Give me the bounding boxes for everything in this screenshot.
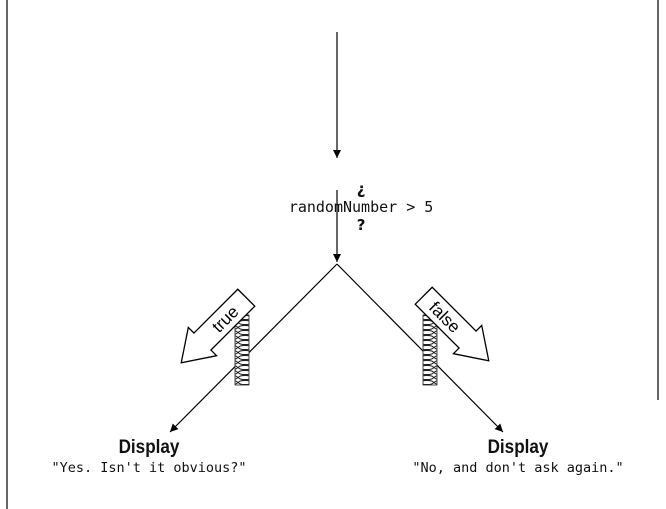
true-result-message: "Yes. Isn't it obvious?" xyxy=(51,460,247,476)
true-spring-icon xyxy=(234,314,250,386)
false-result-message: "No, and don't ask again." xyxy=(412,460,624,476)
false-arrow-sign-icon xyxy=(414,286,490,362)
condition-close-mark: ? xyxy=(356,216,366,234)
false-spring-icon xyxy=(422,314,438,386)
condition-open-mark: ¿ xyxy=(356,180,366,198)
false-result-block: Display "No, and don't ask again." xyxy=(393,437,643,477)
false-flag: false xyxy=(414,286,490,386)
true-result-block: Display "Yes. Isn't it obvious?" xyxy=(36,437,262,477)
condition-label: ¿ randomNumber > 5 ? xyxy=(178,162,508,252)
false-result-title: Display xyxy=(487,437,549,458)
false-branch-line xyxy=(336,263,504,433)
condition-expression: randomNumber > 5 xyxy=(288,198,434,216)
true-flag: true xyxy=(180,288,256,386)
true-arrow-sign-icon xyxy=(180,288,256,364)
true-result-title: Display xyxy=(118,437,180,458)
true-branch-line xyxy=(169,263,338,433)
